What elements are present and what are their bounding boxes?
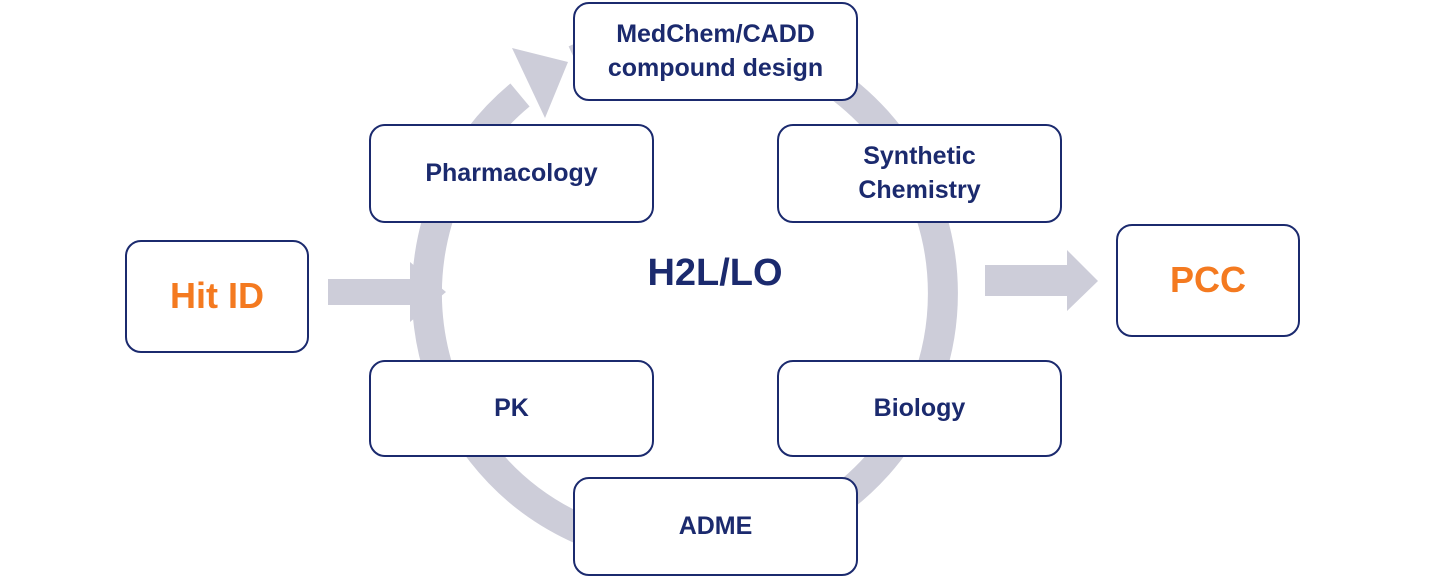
medchem-box: MedChem/CADD compound design [573,2,858,101]
adme-label: ADME [678,511,753,540]
medchem-label: MedChem/CADD compound design [607,19,824,82]
hit-id-label: Hit ID [170,275,264,317]
cycle-arrowhead [512,48,568,118]
biology-label: Biology [873,393,966,422]
pk-box: PK [369,360,654,457]
biology-box: Biology [777,360,1062,457]
adme-box: ADME [573,477,858,576]
center-label: H2L/LO [647,252,783,294]
synthetic-chemistry-box: Synthetic Chemistry [777,124,1062,223]
pcc-box: PCC [1116,224,1300,337]
pcc-label: PCC [1169,259,1246,301]
pharmacology-box: Pharmacology [369,124,654,223]
cycle-to-pcc-arrow [985,250,1098,311]
pharmacology-label: Pharmacology [425,158,598,187]
synthetic-chemistry-label: Synthetic Chemistry [858,141,981,204]
pk-label: PK [494,393,529,422]
hit-to-cycle-arrow [328,262,446,322]
hit-id-box: Hit ID [125,240,309,353]
